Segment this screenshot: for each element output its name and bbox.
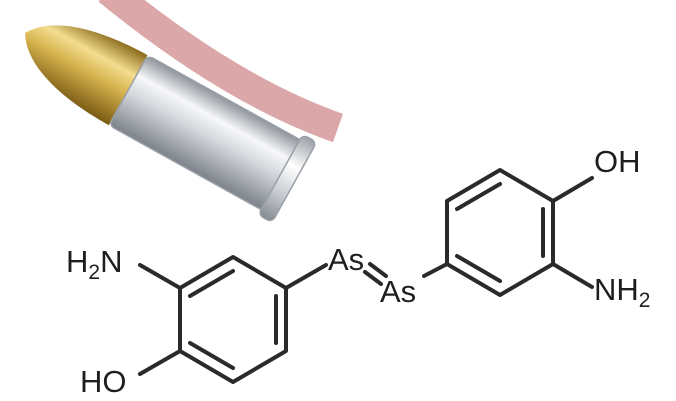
left-ring-double-bond-1 — [188, 269, 235, 298]
left-hydroxyl-label: HO — [80, 364, 127, 399]
right-amine-label: NH2 — [594, 272, 650, 312]
bullet-icon — [25, 25, 316, 222]
right-hydroxyl-bond — [551, 176, 594, 203]
arsenic-upper-label: As — [328, 242, 364, 277]
left-ring-bond — [178, 255, 288, 384]
right-hydroxyl-label: OH — [594, 144, 641, 179]
left-ring-double-bond-3 — [188, 341, 235, 370]
right-ring-double-bond-1 — [455, 182, 502, 211]
arsenic-double-bond-2 — [363, 270, 383, 286]
left-ring-arsenic-bond — [284, 263, 328, 290]
arsenic-double-bond-1 — [368, 262, 388, 278]
right-ring-arsenic-bond — [422, 262, 449, 278]
bullet-tip — [25, 25, 148, 126]
right-amine-bond — [551, 262, 594, 289]
arsenic-lower-label: As — [380, 274, 416, 309]
background-arc — [98, 0, 343, 143]
right-ring-double-bond-3 — [455, 254, 502, 283]
molecule-bonds — [138, 168, 594, 384]
right-ring-bond — [445, 168, 555, 297]
left-hydroxyl-bond — [138, 349, 182, 376]
left-amine-bond — [138, 263, 182, 290]
bullet-rim — [259, 135, 316, 222]
left-amine-label: H2N — [66, 244, 122, 284]
